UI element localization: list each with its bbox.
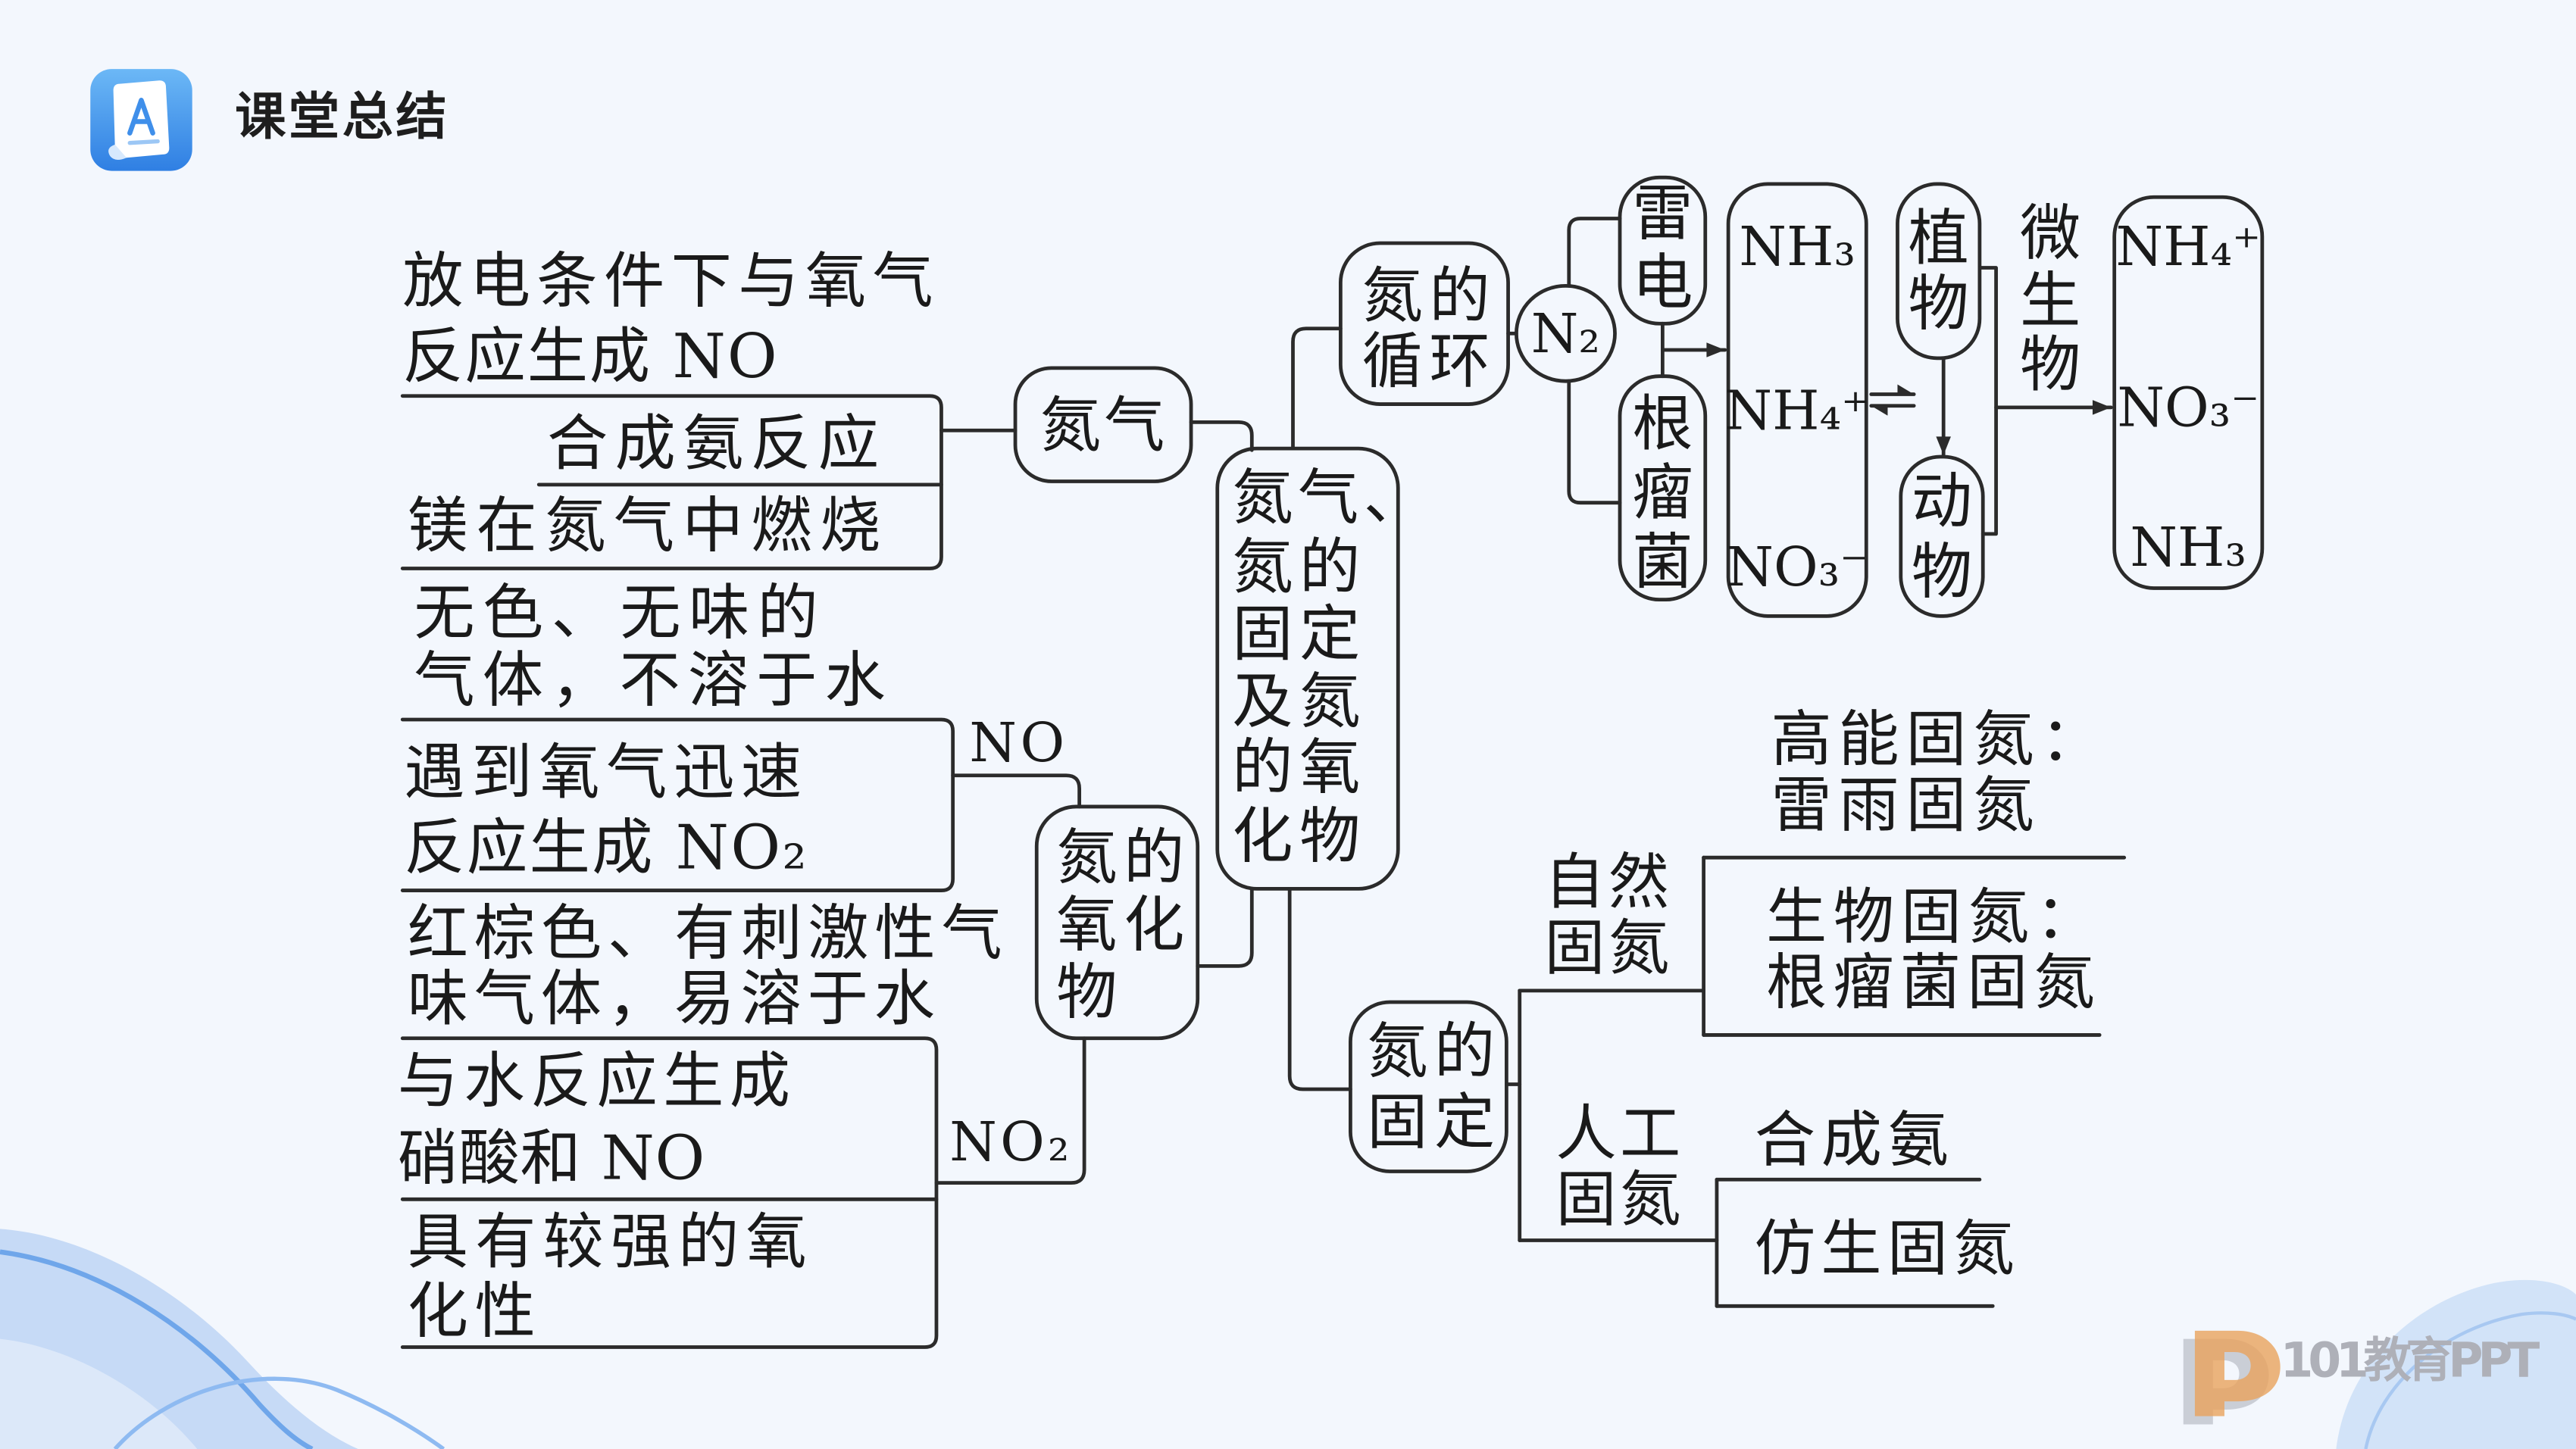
plants-node-char: 植 (1909, 203, 1969, 273)
nitrogen-gas-property-line: 合成氨反应 (547, 408, 879, 479)
microbes-label-char: 物 (2020, 329, 2080, 400)
animals-node-box (1899, 454, 1985, 618)
compound-formula: NH₃ (1739, 215, 1855, 278)
connector-line (951, 773, 1082, 809)
connector-line (1189, 420, 1254, 452)
connector-line (934, 1036, 1086, 1185)
wave-fill (2336, 1279, 2576, 1449)
n2-node (1515, 284, 1617, 383)
nitrogen-cycle-node-box (1339, 241, 1510, 406)
no2-label: NO₂ (949, 1110, 1069, 1173)
property-bracket (400, 717, 955, 892)
lightning-node-char: 电 (1632, 248, 1693, 318)
no2-property-line: 硝酸和 NO (398, 1123, 705, 1194)
no-property-line: 反应生成 NO₂ (404, 813, 806, 883)
central-node-box (1215, 446, 1400, 891)
icon-page-curl (108, 144, 127, 161)
wave-decoration-bottom-left (0, 1229, 445, 1449)
nitrogen-gas-node-box (1013, 366, 1193, 483)
compounds-node-box (1726, 182, 1868, 618)
document-letter-a-icon (90, 69, 192, 171)
central-node-line: 氮气、 (1232, 463, 1424, 533)
animals-node-char: 物 (1912, 536, 1972, 607)
nitrogen-gas-property-line: 镁在氮气中燃烧 (408, 491, 880, 561)
watermark: 101教育PPT (2183, 1330, 2540, 1425)
rhizobia-node-char: 瘤 (1632, 457, 1693, 528)
nitrogen-gas-property-line: 反应生成 NO (402, 321, 777, 392)
nitrogen-oxides-node-line: 物 (1056, 957, 1117, 1028)
connector-line (1291, 326, 1343, 451)
icon-underline (127, 139, 160, 145)
connector-line (1287, 887, 1352, 1091)
organisms-bracket (1977, 266, 1998, 536)
product-formula: NH₄⁺ (2116, 215, 2261, 278)
connector-line (1196, 887, 1254, 968)
product-formula: NH₃ (2130, 516, 2246, 579)
nitrogen-oxides-node-box (1034, 804, 1200, 1041)
property-bracket (400, 394, 943, 570)
no2-property-line: 红棕色、有刺激性气 (408, 898, 1002, 968)
compound-formula: NH₄⁺ (1724, 379, 1869, 442)
rhizobia-node-char: 根 (1632, 389, 1693, 459)
watermark-text: 101教育PPT (2281, 1332, 2540, 1388)
connector-line (1567, 217, 1622, 288)
animals-node-char: 动 (1912, 466, 1972, 536)
icon-letter-mark (127, 98, 155, 136)
natural-fixation-type-line: 高能固氮： (1771, 704, 2102, 775)
no-property-line: 气体，不溶于水 (414, 645, 885, 715)
microbes-label-char: 生 (2020, 265, 2080, 336)
plants-node-box (1896, 182, 1982, 361)
plants-node-char: 物 (1909, 269, 1969, 339)
n2-label: N₂ (1531, 302, 1600, 365)
microbes-label-char: 微 (2020, 198, 2080, 268)
p-logo-icon (2194, 1330, 2281, 1416)
product-formula: NO₃⁻ (2117, 376, 2259, 439)
property-bracket (400, 1036, 939, 1349)
wave-decoration-bottom-right (2336, 1279, 2576, 1449)
artificial-fixation-type-line: 合成氨 (1755, 1105, 1949, 1176)
wave-stroke (113, 1376, 445, 1449)
products-node-box (2112, 195, 2265, 590)
compound-formula: NO₃⁻ (1726, 536, 1868, 598)
header: 课堂总结 (90, 69, 447, 171)
lightning-node-char: 雷 (1632, 178, 1693, 248)
connector-line (1567, 379, 1622, 505)
wave-stroke (0, 1249, 314, 1449)
natural-fixation-type-line: 根瘤菌固氮 (1766, 948, 2095, 1018)
wave-stroke (2364, 1311, 2576, 1449)
rhizobia-node-char: 菌 (1632, 526, 1693, 597)
nitrogen-fixation-node-box (1349, 1000, 1508, 1173)
natural-fixation-type-line: 生物固氮： (1766, 882, 2096, 952)
